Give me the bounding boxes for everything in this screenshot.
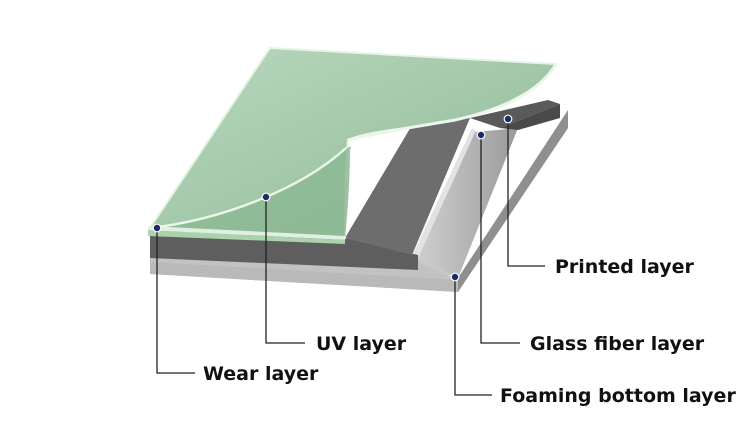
glass-fiber-marker-dot bbox=[476, 130, 486, 140]
foaming-leader-line bbox=[454, 277, 492, 396]
wear-layer-sheet bbox=[148, 46, 558, 244]
uv-marker-dot bbox=[261, 192, 271, 202]
foaming-marker-dot bbox=[450, 272, 460, 282]
leader-lines bbox=[156, 119, 545, 396]
printed-leader-line bbox=[507, 119, 545, 267]
uv-leader-line bbox=[265, 197, 305, 344]
wear-marker-dot bbox=[152, 223, 162, 233]
printed-layer bbox=[150, 100, 560, 270]
printed-layer-label: Printed layer bbox=[555, 256, 694, 278]
foaming-bottom-layer-label: Foaming bottom layer bbox=[500, 385, 736, 407]
wear-leader-line bbox=[156, 228, 195, 374]
markers bbox=[152, 114, 513, 282]
glass-fiber-leader-line bbox=[480, 135, 520, 344]
uv-layer-label: UV layer bbox=[316, 333, 407, 355]
glass-fiber-layer bbox=[412, 128, 518, 278]
glass-fiber-layer-label: Glass fiber layer bbox=[530, 333, 705, 355]
printed-marker-dot bbox=[503, 114, 513, 124]
wear-layer-label: Wear layer bbox=[203, 363, 319, 385]
